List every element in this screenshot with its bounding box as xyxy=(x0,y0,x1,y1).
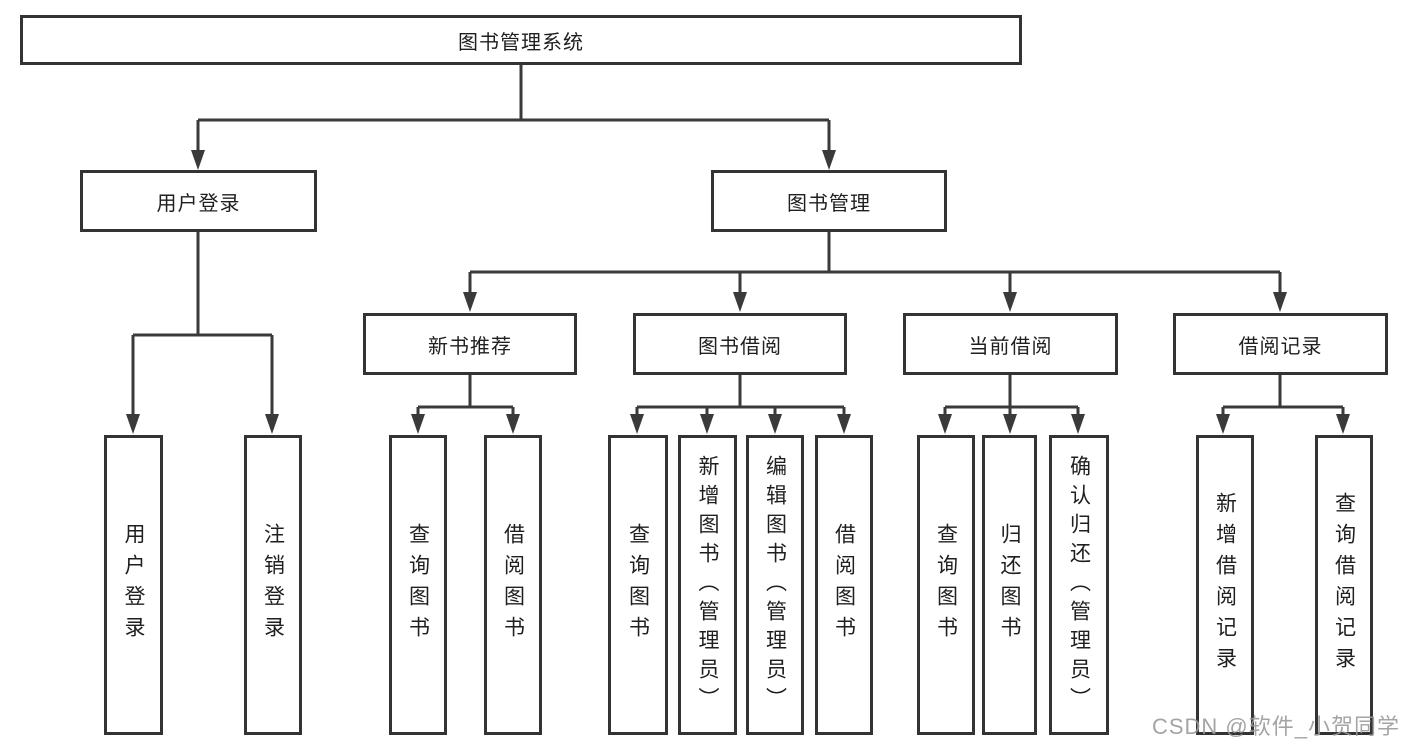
node-label: 借阅记录 xyxy=(1238,335,1323,358)
arrowhead xyxy=(938,414,952,434)
arrowhead xyxy=(768,414,782,434)
arrowhead xyxy=(1216,414,1230,434)
leaf-return-book: 归还图书 xyxy=(982,435,1037,735)
arrowhead xyxy=(463,292,477,312)
arrowhead xyxy=(1003,414,1017,434)
csdn-watermark: CSDN @软件_小贺同学 xyxy=(1151,714,1400,739)
leaf-label: 查询图书 xyxy=(934,523,958,647)
leaf-borrow-books-recommend: 借阅图书 xyxy=(484,435,542,735)
leaf-query-books-recommend: 查询图书 xyxy=(389,435,447,735)
node-label: 图书管理 xyxy=(787,192,871,215)
arrowhead xyxy=(1336,414,1350,434)
leaf-label: 借阅图书 xyxy=(832,523,856,647)
node-current-borrowing: 当前借阅 xyxy=(903,313,1118,375)
leaf-label: 新增借阅记录 xyxy=(1213,492,1237,678)
arrowhead xyxy=(630,414,644,434)
leaf-label: 编辑图书（管理员） xyxy=(763,454,787,716)
node-library-management-system: 图书管理系统 xyxy=(20,15,1022,65)
node-user-login: 用户登录 xyxy=(80,170,317,232)
connector-borrow-records-to-leaves xyxy=(1216,375,1350,434)
leaf-edit-book-admin: 编辑图书（管理员） xyxy=(746,435,804,735)
node-label: 新书推荐 xyxy=(428,335,512,358)
node-label: 图书管理系统 xyxy=(458,31,584,54)
connector-new-book-to-leaves xyxy=(411,375,520,434)
node-book-management: 图书管理 xyxy=(711,170,947,232)
leaf-logout: 注销登录 xyxy=(244,435,302,735)
connector-root-to-level2 xyxy=(191,65,836,170)
leaf-add-borrow-record: 新增借阅记录 xyxy=(1196,435,1254,735)
arrowhead xyxy=(191,150,205,170)
node-new-book-recommendation: 新书推荐 xyxy=(363,313,577,375)
node-label: 当前借阅 xyxy=(968,335,1053,358)
leaf-query-books-current: 查询图书 xyxy=(917,435,975,735)
connector-current-borrow-to-leaves xyxy=(938,375,1085,434)
arrowhead xyxy=(1003,292,1017,312)
connector-user-login-to-leaves xyxy=(126,232,279,434)
leaf-label: 归还图书 xyxy=(998,523,1021,647)
arrowhead xyxy=(506,414,520,434)
leaf-user-login: 用户登录 xyxy=(104,435,163,735)
arrowhead xyxy=(1071,414,1085,434)
node-label: 图书借阅 xyxy=(698,335,782,358)
leaf-query-borrow-record: 查询借阅记录 xyxy=(1315,435,1373,735)
node-book-borrowing: 图书借阅 xyxy=(633,313,847,375)
leaf-label: 新增图书（管理员） xyxy=(696,454,719,716)
arrowhead xyxy=(126,414,140,434)
leaf-label: 查询图书 xyxy=(626,523,650,647)
arrowhead xyxy=(411,414,425,434)
leaf-add-book-admin: 新增图书（管理员） xyxy=(678,435,737,735)
node-borrowing-records: 借阅记录 xyxy=(1173,313,1388,375)
leaf-confirm-return-admin: 确认归还（管理员） xyxy=(1049,435,1109,735)
arrowhead xyxy=(700,414,714,434)
connector-book-mgmt-to-level3 xyxy=(463,232,1287,312)
leaf-label: 借阅图书 xyxy=(501,523,525,647)
arrowhead xyxy=(1273,292,1287,312)
leaf-label: 查询借阅记录 xyxy=(1332,492,1356,678)
arrowhead xyxy=(822,150,836,170)
connector-book-borrow-to-leaves xyxy=(630,375,851,434)
leaf-label: 确认归还（管理员） xyxy=(1067,454,1091,716)
node-label: 用户登录 xyxy=(156,192,241,215)
arrowhead xyxy=(837,414,851,434)
arrowhead xyxy=(733,292,747,312)
arrowhead xyxy=(265,414,279,434)
leaf-label: 查询图书 xyxy=(406,523,430,647)
leaf-borrow-books: 借阅图书 xyxy=(815,435,873,735)
leaf-label: 注销登录 xyxy=(261,523,285,647)
leaf-label: 用户登录 xyxy=(122,523,145,647)
leaf-query-books-borrow: 查询图书 xyxy=(608,435,668,735)
